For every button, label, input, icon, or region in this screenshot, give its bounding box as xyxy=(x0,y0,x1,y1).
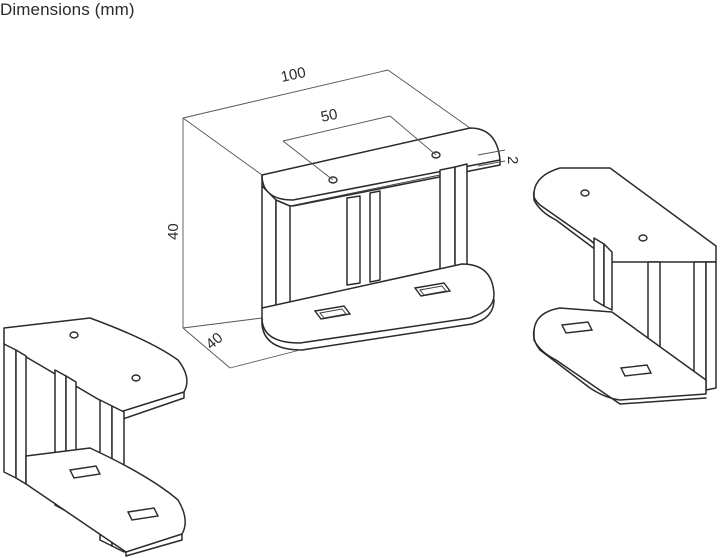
dimension-width-label: 100 xyxy=(279,64,307,86)
dimension-hole-spacing-label: 50 xyxy=(319,106,339,126)
dimension-thickness-label: 2 xyxy=(504,156,521,164)
right-bracket xyxy=(532,167,717,405)
center-bracket xyxy=(261,127,501,351)
dimension-depth-label: 40 xyxy=(203,329,227,353)
dimension-lines xyxy=(182,69,506,369)
left-bracket xyxy=(3,317,188,557)
diagram-title: Dimensions (mm) xyxy=(0,0,135,19)
dimension-height-label: 40 xyxy=(165,223,182,240)
